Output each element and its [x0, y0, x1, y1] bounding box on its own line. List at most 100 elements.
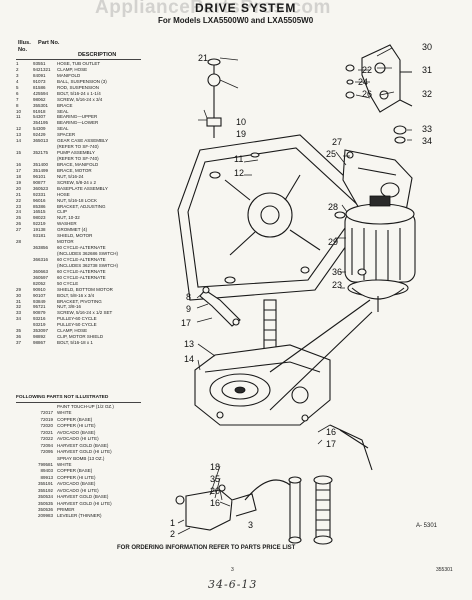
parts-row: 28 MOTOR	[16, 239, 146, 245]
parts-row-description: GROMMET (4)	[57, 227, 88, 233]
parts-row-description: CLIP	[57, 209, 68, 215]
parts-row-description: BRACE, MOTOR	[57, 167, 92, 173]
parts-row-illus-no: 18	[16, 173, 22, 179]
parts-row-part-no: 363856	[33, 245, 49, 251]
parts-row-illus-no: 5	[16, 84, 19, 90]
not-illustrated-part-no: 799581	[37, 461, 53, 467]
parts-row-part-no: 354195	[33, 120, 49, 126]
not-illustrated-part-no: 350536	[37, 507, 53, 512]
parts-row-part-no: 353097	[33, 328, 49, 334]
not-illustrated-part-no: 72021	[40, 429, 53, 435]
callout: 9	[186, 304, 191, 314]
not-illustrated-description: HARVEST GOLD (HI LITE)	[57, 449, 112, 455]
not-illustrated-row: 799581 WHITE	[16, 462, 146, 468]
not-illustrated-row: 72095 HARVEST GOLD (HI LITE)	[16, 449, 146, 455]
parts-row-part-no: 98023	[33, 215, 46, 221]
parts-row: (INCLUDES 362686 SWITCH)	[16, 251, 146, 257]
parts-row-part-no: 425594	[33, 90, 49, 96]
parts-row-illus-no: 26	[16, 221, 22, 227]
callout: 18	[210, 462, 220, 472]
diagram-label: A- 5301	[416, 523, 438, 529]
parts-row: 93219 PULLEY-50 CYCLE	[16, 322, 146, 328]
parts-row-part-no: 84091	[33, 72, 46, 78]
parts-row-description: BOLT, 5/8-16 x 3/4	[57, 292, 95, 298]
parts-row-part-no: 9421321	[33, 66, 51, 72]
parts-row-illus-no: 20	[16, 185, 22, 191]
parts-row-illus-no: 2	[16, 66, 19, 72]
parts-row-part-no: 90877	[33, 179, 46, 185]
parts-row-description: BRACKET, ADJUSTING	[57, 203, 106, 209]
callout: 34	[422, 136, 432, 146]
parts-row-part-no: 98892	[33, 334, 46, 340]
callout: 12	[234, 168, 244, 178]
page-number: 3	[231, 567, 234, 573]
not-illustrated-part-no: 209983	[37, 513, 53, 519]
parts-row-description: SCREW, 5/16-24 x 3/4	[57, 96, 103, 102]
baseplate-drawing	[177, 134, 376, 301]
not-illustrated-row: 355192 AVOCADO (HI LITE)	[16, 488, 146, 494]
motor-shield-drawing	[342, 149, 413, 223]
parts-row-description: MOTOR	[57, 239, 74, 245]
not-illustrated-description: AVOCADO (HI LITE)	[57, 487, 99, 493]
not-illustrated-part-no: 350534	[37, 494, 53, 500]
callout: 32	[422, 89, 432, 99]
brace-drawing	[199, 286, 241, 327]
callout: 13	[184, 339, 194, 349]
parts-row-part-no: 93551	[33, 61, 46, 66]
parts-row-description: BALL, SUSPENSION (3)	[57, 78, 107, 84]
header-illus-no: Illus. No.	[18, 40, 31, 53]
not-illustrated-description: COPPER (HI LITE)	[57, 423, 96, 429]
parts-row-part-no: 91073	[33, 78, 46, 84]
pivot-bracket-drawing	[345, 44, 413, 144]
not-illustrated-description: AVOCADO (HI LITE)	[57, 436, 99, 442]
parts-row-description: WASHER	[57, 221, 77, 227]
page-title: DRIVE SYSTEM	[195, 1, 297, 15]
not-illustrated-part-no: 72017	[40, 410, 53, 416]
not-illustrated-part-no: 355192	[37, 487, 53, 493]
parts-row-part-no: 85386	[33, 203, 46, 209]
not-illustrated-description: WHITE	[57, 461, 72, 467]
parts-row-part-no: 365013	[33, 138, 49, 144]
motor-drawing	[344, 195, 416, 312]
parts-row-description: SCREW, 5/8-24 x 2	[57, 179, 97, 185]
parts-row-part-no: 351400	[33, 161, 49, 167]
not-illustrated-description: AVOCADO (BASE)	[57, 481, 96, 487]
parts-row-part-no: 360523	[33, 185, 49, 191]
not-illustrated-row: SPRAY BOMB (13 OZ.)	[16, 456, 146, 462]
parts-row-illus-no: 21	[16, 191, 22, 197]
callout: 11	[234, 154, 243, 164]
parts-row-part-no: 93216	[33, 316, 46, 322]
parts-row-description: 60 CYCLE-ALTERNATE	[57, 268, 106, 274]
parts-row-description: 60 CYCLE-ALTERNATE	[57, 245, 106, 251]
parts-row-part-no: 93219	[33, 322, 46, 328]
parts-row-illus-no: 30	[16, 292, 22, 298]
parts-row-illus-no: 28	[16, 239, 22, 245]
parts-row-part-no: 93181	[33, 233, 46, 239]
parts-row-description: ROD, SUSPENSION	[57, 84, 100, 90]
parts-row-part-no: 92331	[33, 191, 46, 197]
handwritten-note: 34-6-13	[208, 578, 258, 591]
callout: 3	[248, 520, 253, 530]
parts-row-description: PULLEY-50 CYCLE	[57, 322, 97, 328]
not-illustrated-part-no: 72095	[40, 449, 53, 455]
parts-row-part-no: 352175	[33, 150, 49, 156]
